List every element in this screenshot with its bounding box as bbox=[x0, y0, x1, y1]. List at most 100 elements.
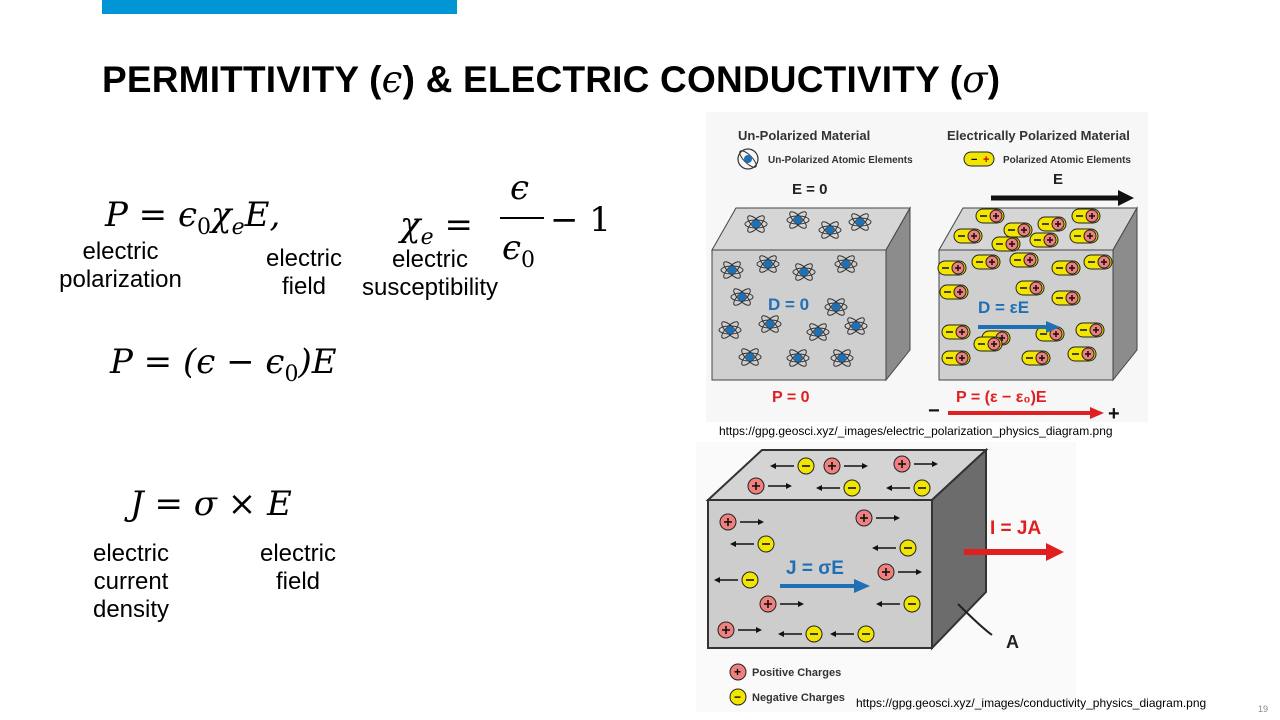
atom-icon bbox=[830, 349, 854, 367]
dipole-icon bbox=[991, 236, 1021, 252]
atom-icon bbox=[756, 255, 780, 273]
negative-charge-icon bbox=[876, 595, 921, 613]
right-D-label: D = εE bbox=[978, 298, 1029, 317]
dipole-group bbox=[937, 208, 1113, 366]
atom-icon bbox=[848, 213, 872, 231]
svg-text:+: + bbox=[983, 154, 989, 166]
negative-charge-icon bbox=[872, 539, 917, 557]
dipole-icon bbox=[1029, 232, 1059, 248]
left-D-label: D = 0 bbox=[768, 295, 809, 314]
right-P-label: P = (ε − ε₀)E bbox=[956, 389, 1047, 406]
fraction-line bbox=[500, 217, 544, 219]
positive-charge-icon bbox=[855, 509, 900, 527]
label-electric-field-1: electric field bbox=[265, 245, 343, 300]
positive-charge-icon bbox=[717, 621, 762, 639]
atom-group bbox=[718, 211, 872, 367]
dipole-icon bbox=[937, 260, 967, 276]
negative-charge-icon bbox=[730, 535, 775, 553]
charge-group bbox=[714, 455, 938, 643]
fraction-denominator: ϵ0 bbox=[502, 228, 536, 273]
negative-charge-icon bbox=[830, 625, 875, 643]
atom-icon bbox=[720, 261, 744, 279]
dipole-icon bbox=[953, 228, 983, 244]
conductivity-diagram: J = σE I = JA A + Positive Charges − Neg… bbox=[696, 442, 1076, 712]
atom-icon bbox=[738, 348, 762, 366]
negative-charge-icon bbox=[816, 479, 861, 497]
left-heading: Un-Polarized Material bbox=[738, 128, 870, 143]
positive-charge-icon bbox=[759, 595, 804, 613]
atom-icon bbox=[834, 255, 858, 273]
polarization-caption: https://gpg.geosci.xyz/_images/electric_… bbox=[719, 424, 1113, 438]
minus-one: − 1 bbox=[550, 200, 611, 240]
atom-icon bbox=[786, 211, 810, 229]
legend-negative: Negative Charges bbox=[752, 692, 845, 704]
page-number: 19 bbox=[1257, 704, 1268, 714]
right-E-label: E bbox=[1053, 171, 1063, 188]
dipole-icon bbox=[939, 284, 969, 300]
atom-icon bbox=[744, 215, 768, 233]
atom-icon bbox=[844, 317, 868, 335]
positive-charge-icon bbox=[877, 563, 922, 581]
fraction-numerator: ϵ bbox=[510, 168, 530, 208]
dipole-icon bbox=[971, 254, 1001, 270]
svg-text:−: − bbox=[734, 690, 741, 704]
negative-charge-icon bbox=[778, 625, 823, 643]
susceptibility-equation: χe = bbox=[400, 205, 473, 250]
left-P-label: P = 0 bbox=[772, 389, 810, 406]
positive-charge-icon bbox=[747, 477, 792, 495]
dipole-icon bbox=[1071, 208, 1101, 224]
label-electric-field-2: electric field bbox=[259, 540, 337, 595]
dipole-icon bbox=[1037, 216, 1067, 232]
plus-sign: + bbox=[1108, 403, 1120, 422]
conductivity-caption: https://gpg.geosci.xyz/_images/conductiv… bbox=[856, 696, 1207, 710]
J-label: J = σE bbox=[786, 558, 844, 579]
polarized-legend-icon: − + bbox=[963, 151, 995, 167]
dipole-icon bbox=[941, 350, 971, 366]
dipole-icon bbox=[1021, 350, 1051, 366]
atom-icon bbox=[806, 323, 830, 341]
polarization-equation: P = ϵ0χeE, bbox=[105, 195, 281, 240]
label-electric-susceptibility: electric susceptibility bbox=[361, 246, 499, 301]
atom-icon bbox=[718, 321, 742, 339]
dipole-icon bbox=[1075, 322, 1105, 338]
dipole-icon bbox=[1067, 346, 1097, 362]
slide-title: PERMITTIVITY (ϵ) & ELECTRIC CONDUCTIVITY… bbox=[102, 58, 1001, 101]
atom-icon bbox=[792, 263, 816, 281]
atom-icon bbox=[758, 315, 782, 333]
dipole-icon bbox=[1051, 290, 1081, 306]
positive-charge-icon bbox=[893, 455, 938, 473]
dipole-icon bbox=[1051, 260, 1081, 276]
dipole-icon bbox=[973, 336, 1003, 352]
right-legend: Polarized Atomic Elements bbox=[1003, 155, 1131, 166]
dipole-icon bbox=[1015, 280, 1045, 296]
right-heading: Electrically Polarized Material bbox=[947, 128, 1130, 143]
negative-charge-icon bbox=[770, 457, 815, 475]
svg-text:+: + bbox=[734, 665, 741, 679]
svg-text:−: − bbox=[971, 154, 977, 166]
dipole-icon bbox=[1035, 326, 1065, 342]
left-legend: Un-Polarized Atomic Elements bbox=[768, 155, 913, 166]
I-label: I = JA bbox=[990, 518, 1041, 539]
positive-charge-icon bbox=[719, 513, 764, 531]
negative-charge-icon bbox=[886, 479, 931, 497]
accent-bar bbox=[102, 0, 457, 14]
label-current-density: electric current density bbox=[92, 540, 170, 623]
left-E-label: E = 0 bbox=[792, 181, 827, 198]
label-electric-polarization: electric polarization bbox=[59, 238, 182, 293]
minus-sign: − bbox=[928, 400, 940, 422]
atom-icon bbox=[730, 288, 754, 306]
negative-charge-icon bbox=[714, 571, 759, 589]
dipole-icon bbox=[1009, 252, 1039, 268]
atom-icon bbox=[818, 221, 842, 239]
atom-legend-icon bbox=[737, 148, 759, 170]
dipole-icon bbox=[1003, 222, 1033, 238]
ohms-law-equation: J = σ × E bbox=[130, 484, 292, 524]
polarization-permittivity-equation: P = (ϵ − ϵ0)E bbox=[110, 342, 337, 387]
dipole-icon bbox=[941, 324, 971, 340]
polarization-diagram: Un-Polarized Material Electrically Polar… bbox=[706, 112, 1148, 422]
positive-charge-icon bbox=[823, 457, 868, 475]
dipole-icon bbox=[1083, 254, 1113, 270]
dipole-icon bbox=[975, 208, 1005, 224]
area-label: A bbox=[1006, 632, 1019, 652]
atom-icon bbox=[786, 349, 810, 367]
